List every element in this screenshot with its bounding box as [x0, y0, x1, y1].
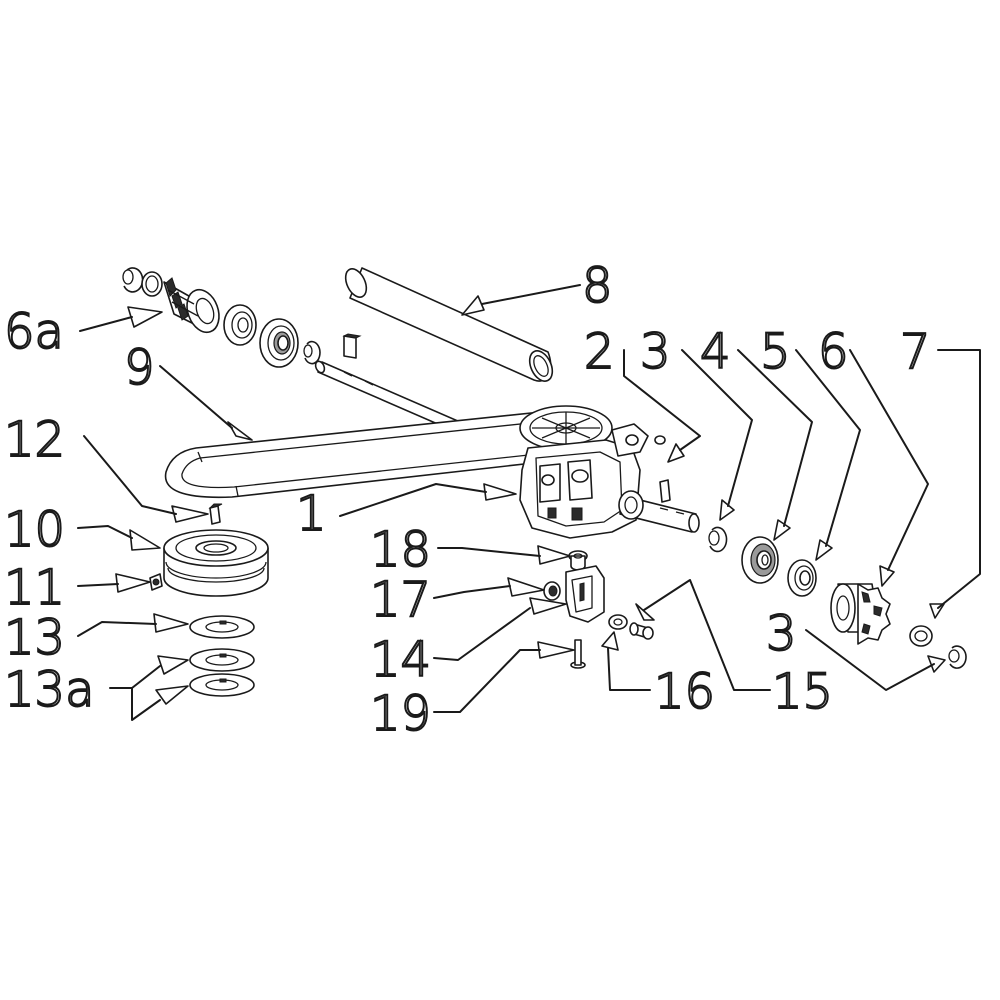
arrow-18 — [537, 545, 571, 565]
part-10-pulley — [163, 529, 269, 597]
label-9: 9 — [124, 340, 155, 396]
leader-13a — [109, 687, 161, 721]
arrow-8 — [461, 295, 485, 316]
arrow-10 — [129, 529, 161, 551]
label-6a: 6a — [4, 304, 64, 360]
label-12: 12 — [4, 412, 65, 468]
callout-labels: 8 6a 9 2 3 4 5 6 7 12 1 10 18 11 17 3 13… — [3, 257, 932, 743]
leader-11 — [77, 583, 119, 587]
part-8-tube — [344, 267, 554, 382]
part-14-bracket — [565, 565, 605, 623]
label-2: 2 — [584, 324, 615, 380]
part-2-key — [659, 479, 671, 503]
arrow-13a-upper — [157, 655, 189, 675]
label-10: 10 — [4, 502, 65, 558]
arrow-14 — [529, 597, 567, 615]
label-13: 13 — [4, 610, 65, 666]
part-13a-washer-upper — [189, 648, 255, 672]
arrow-7 — [929, 603, 945, 619]
label-1: 1 — [296, 486, 327, 542]
leader-17 — [433, 585, 511, 599]
part-6-gear — [830, 583, 891, 645]
leader-15 — [643, 579, 771, 691]
leader-13a-branch — [131, 665, 161, 689]
part-6a-gear-assembly — [122, 267, 299, 368]
part-1-gearbox — [519, 405, 700, 539]
shaft-circlip — [303, 340, 321, 365]
leader-1 — [339, 483, 487, 517]
arrow-6 — [879, 565, 895, 587]
arrow-17 — [507, 577, 545, 597]
label-7: 7 — [900, 324, 931, 380]
arrow-12 — [171, 505, 209, 523]
arrow-19 — [537, 641, 575, 659]
label-13a: 13a — [4, 662, 95, 718]
arrow-9 — [227, 421, 253, 441]
label-19: 19 — [370, 686, 431, 742]
label-5: 5 — [760, 324, 791, 380]
part-16-washer — [608, 614, 628, 630]
arrow-4 — [773, 519, 791, 541]
arrow-13a-lower — [155, 685, 189, 705]
arrow-15 — [635, 603, 655, 621]
leader-14 — [433, 607, 531, 661]
leader-6 — [849, 349, 929, 571]
part-3-circlip — [708, 526, 728, 553]
label-16: 16 — [654, 664, 715, 720]
part-5-bushing — [787, 559, 817, 597]
leader-19 — [433, 649, 541, 713]
arrow-6a — [127, 306, 163, 328]
leader-18 — [437, 547, 541, 557]
label-3a: 3 — [640, 324, 671, 380]
leader-9 — [159, 365, 233, 429]
arrow-11 — [115, 573, 151, 593]
label-15: 15 — [772, 664, 833, 720]
label-14: 14 — [370, 632, 431, 688]
part-12-key — [208, 503, 223, 525]
label-4: 4 — [700, 324, 731, 380]
arrow-5 — [815, 539, 833, 561]
part-18-bushing — [568, 550, 588, 571]
leader-3 — [681, 349, 753, 507]
part-7-washer — [909, 625, 933, 647]
leader-10 — [77, 525, 133, 539]
part-4-bearing — [741, 536, 779, 584]
label-17: 17 — [370, 572, 431, 628]
label-3b: 3 — [766, 606, 797, 662]
leader-5 — [795, 349, 861, 547]
part-15-bolt — [629, 622, 654, 640]
arrow-3 — [719, 499, 735, 521]
leader-16 — [607, 647, 651, 691]
arrow-1 — [483, 483, 517, 501]
part-3b-circlip — [948, 645, 967, 669]
leader-12 — [83, 435, 177, 515]
arrow-13 — [153, 613, 189, 633]
label-6: 6 — [818, 324, 849, 380]
arrow-2 — [667, 443, 685, 463]
arrow-3b — [927, 655, 946, 673]
arrow-16 — [601, 631, 619, 651]
label-8: 8 — [582, 258, 613, 314]
leader-13 — [77, 621, 157, 637]
part-17-nut — [543, 581, 561, 601]
leader-3b — [805, 629, 935, 691]
part-13a-washer-lower — [189, 673, 255, 697]
label-11: 11 — [4, 560, 65, 616]
part-13-washer — [189, 615, 255, 639]
part-19-pin — [570, 639, 586, 669]
part-11-set-screw — [149, 573, 163, 591]
leader-8 — [481, 284, 581, 305]
leader-lines — [77, 284, 981, 721]
leader-4 — [737, 349, 813, 527]
leader-7 — [937, 349, 981, 609]
shaft-key — [342, 333, 362, 359]
leader-6a — [79, 316, 133, 332]
label-18: 18 — [370, 522, 431, 578]
leader-2 — [623, 349, 701, 451]
